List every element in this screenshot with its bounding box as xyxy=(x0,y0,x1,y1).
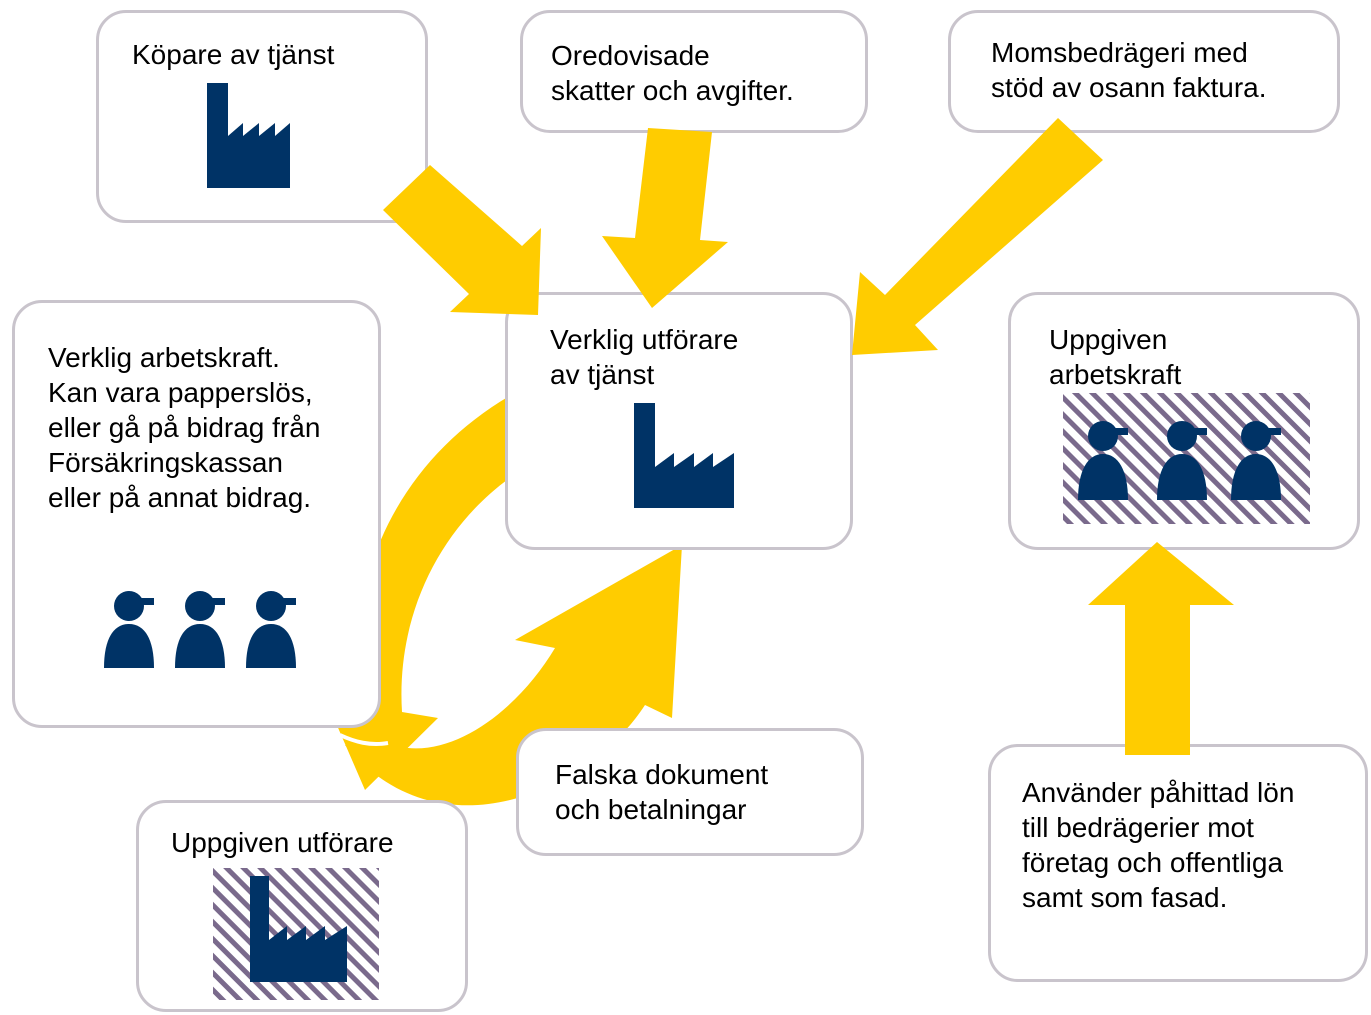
factory-icon xyxy=(634,403,734,508)
taxes-box: Oredovisade skatter och avgifter. xyxy=(520,10,868,133)
worker-icon xyxy=(1231,421,1281,500)
stated-labor-label: Uppgiven arbetskraft xyxy=(1049,324,1182,390)
worker-icon xyxy=(1078,421,1128,500)
factory-icon xyxy=(250,876,347,982)
real-labor-label: Verklig arbetskraft. Kan vara papperslös… xyxy=(48,342,321,513)
real-performer-box: Verklig utförare av tjänst xyxy=(505,292,853,550)
worker-icon xyxy=(1157,421,1207,500)
curved-arrow-down xyxy=(326,390,548,790)
taxes-label: Oredovisade skatter och avgifter. xyxy=(551,40,794,106)
stated-performer-label: Uppgiven utförare xyxy=(171,827,394,858)
arrow-salary-to-stated-labor xyxy=(1088,542,1234,755)
fake-docs-box: Falska dokument och betalningar xyxy=(516,728,864,856)
arrow-seam xyxy=(339,733,389,746)
real-performer-label: Verklig utförare av tjänst xyxy=(550,324,739,390)
buyer-label: Köpare av tjänst xyxy=(132,39,335,70)
arrow-taxes-to-performer xyxy=(602,128,728,308)
factory-icon xyxy=(207,83,290,188)
uses-fake-salary-box: Använder påhittad lön till bedrägerier m… xyxy=(988,744,1368,982)
vat-fraud-box: Momsbedrägeri med stöd av osann faktura. xyxy=(948,10,1340,133)
uses-fake-salary-label: Använder påhittad lön till bedrägerier m… xyxy=(1022,777,1295,913)
fake-docs-label: Falska dokument och betalningar xyxy=(555,759,769,825)
worker-icon xyxy=(104,591,154,668)
worker-icon xyxy=(175,591,225,668)
vat-fraud-label: Momsbedrägeri med stöd av osann faktura. xyxy=(991,37,1267,103)
arrow-buyer-to-performer xyxy=(383,165,541,315)
worker-icon xyxy=(246,591,296,668)
arrow-vat-to-performer xyxy=(852,118,1103,355)
workers-icon xyxy=(104,591,296,668)
workers-icon xyxy=(1078,421,1281,500)
